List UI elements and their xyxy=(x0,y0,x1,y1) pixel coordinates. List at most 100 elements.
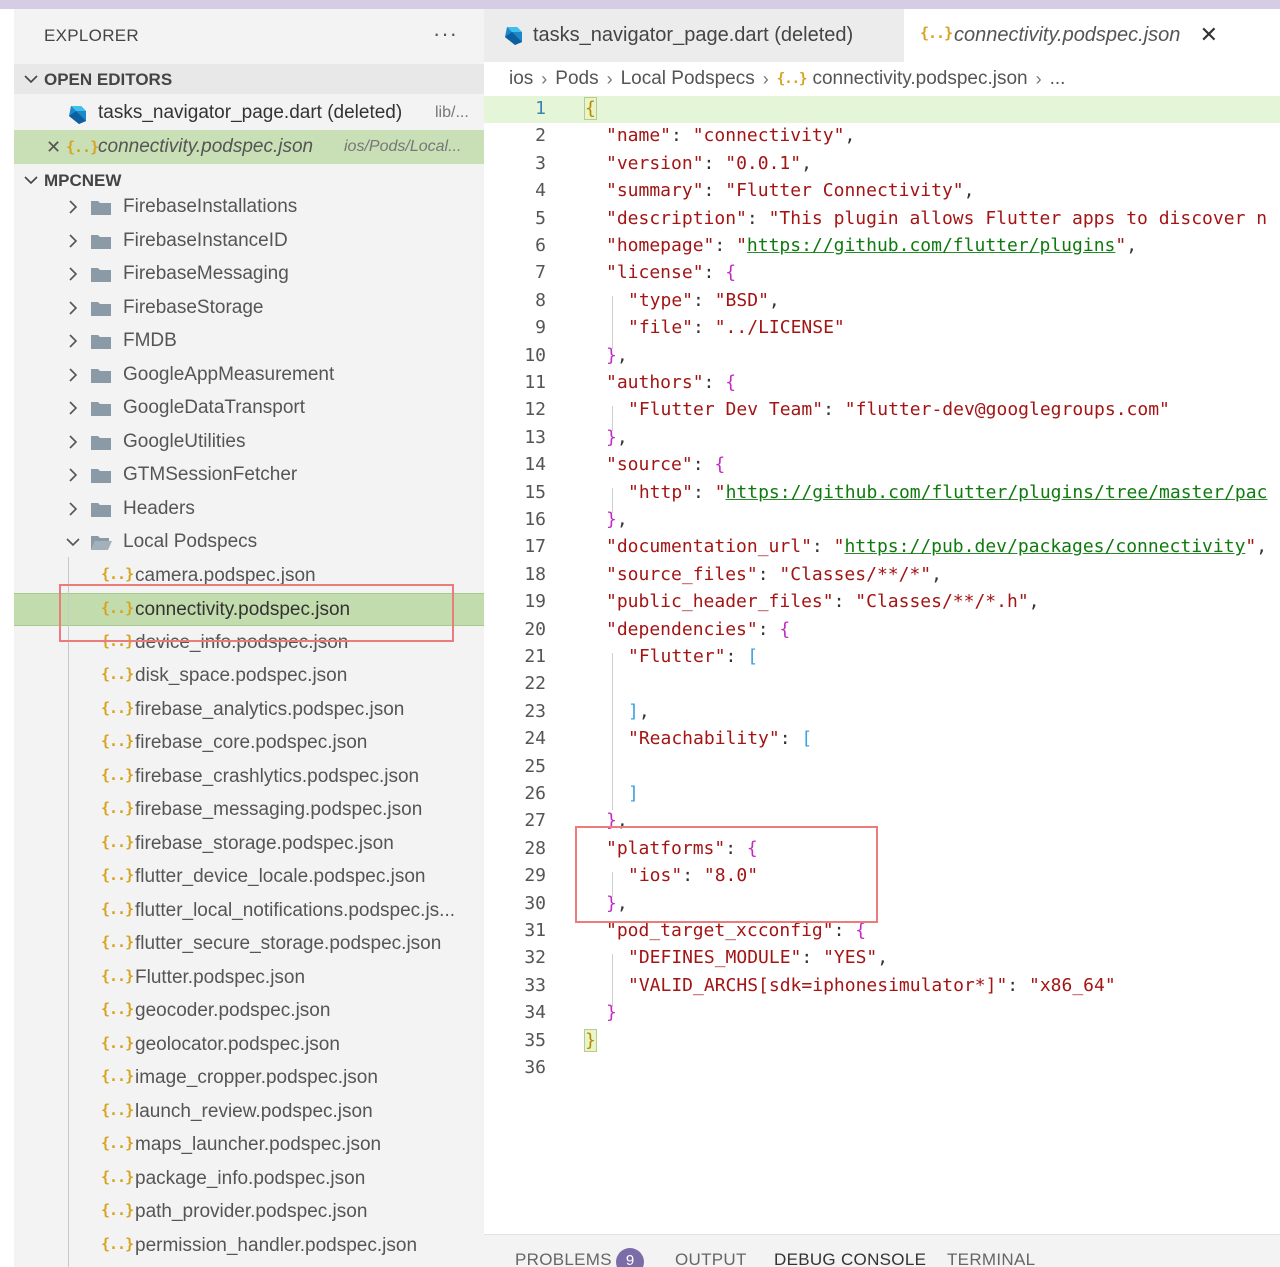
file-row[interactable]: {..}firebase_analytics.podspec.json xyxy=(14,694,484,727)
json-icon: {..} xyxy=(101,899,134,918)
tab-debug-console[interactable]: DEBUG CONSOLE xyxy=(774,1250,927,1267)
breadcrumb-item[interactable]: Local Podspecs xyxy=(620,68,755,89)
code-line-1: { xyxy=(584,97,597,120)
folder-label: FirebaseMessaging xyxy=(123,263,289,284)
folder-row[interactable]: FirebaseInstanceID xyxy=(14,225,484,258)
json-key: "pod_target_xcconfig" xyxy=(606,920,834,941)
json-link[interactable]: https://github.com/flutter/plugins xyxy=(746,235,1116,256)
breadcrumb-item[interactable]: ... xyxy=(1049,68,1066,89)
open-editor-item[interactable]: tasks_navigator_page.dart (deleted) lib/… xyxy=(14,96,484,130)
tab-terminal[interactable]: TERMINAL xyxy=(947,1250,1036,1267)
file-row[interactable]: {..}geocoder.podspec.json xyxy=(14,995,484,1028)
editor-line: 2 xyxy=(484,123,1280,150)
explorer-sidebar: EXPLORER ··· OPEN EDITORS tasks_navigato… xyxy=(14,9,484,1267)
line-number: 28 xyxy=(524,837,546,859)
json-key: "summary" xyxy=(606,180,704,202)
file-row[interactable]: {..}disk_space.podspec.json xyxy=(14,660,484,693)
folder-icon xyxy=(91,234,111,249)
breadcrumb-item[interactable]: connectivity.podspec.json xyxy=(812,68,1028,89)
editor-line: 26 xyxy=(484,781,1280,808)
more-actions-icon[interactable]: ··· xyxy=(433,21,458,46)
file-row[interactable]: {..}firebase_core.podspec.json xyxy=(14,727,484,760)
chevron-right-icon: › xyxy=(606,68,613,89)
editor-line: 1 xyxy=(484,96,1280,124)
code-line-2: "name": "connectivity", xyxy=(606,125,856,147)
file-row[interactable]: {..}launch_review.podspec.json xyxy=(14,1096,484,1129)
json-icon: {..} xyxy=(101,1234,134,1253)
folder-row[interactable]: FirebaseInstallations xyxy=(14,191,484,224)
file-label: device_info.podspec.json xyxy=(135,631,349,653)
file-row[interactable]: {..}firebase_messaging.podspec.json xyxy=(14,794,484,827)
workspace-section-header[interactable]: MPCNEW xyxy=(14,165,484,195)
folder-row[interactable]: GTMSessionFetcher xyxy=(14,459,484,492)
file-row-selected[interactable]: {..}connectivity.podspec.json xyxy=(14,593,484,626)
json-icon: {..} xyxy=(101,966,134,985)
breadcrumb-item[interactable]: ios xyxy=(509,68,534,89)
file-row[interactable]: {..}camera.podspec.json xyxy=(14,560,484,593)
file-label: geocoder.podspec.json xyxy=(135,1000,331,1021)
line-number: 25 xyxy=(524,755,546,777)
file-row[interactable]: {..}Flutter.podspec.json xyxy=(14,962,484,995)
json-link[interactable]: https://github.com/flutter/plugins/tree/… xyxy=(725,481,1268,503)
line-number: 36 xyxy=(524,1057,546,1078)
json-link[interactable]: https://pub.dev/packages/connectivity xyxy=(844,536,1246,558)
json-icon: {..} xyxy=(101,698,134,717)
file-row[interactable]: {..}package_info.podspec.json xyxy=(14,1163,484,1196)
folder-icon xyxy=(91,502,111,517)
file-row[interactable]: {..}geolocator.podspec.json xyxy=(14,1029,484,1062)
folder-label: FirebaseStorage xyxy=(123,296,264,318)
code-line-10: }, xyxy=(606,344,628,366)
breadcrumb-item[interactable]: Pods xyxy=(555,68,599,89)
file-row[interactable]: {..}flutter_device_locale.podspec.json xyxy=(14,861,484,894)
line-number: 18 xyxy=(524,563,546,585)
folder-row[interactable]: Headers xyxy=(14,493,484,526)
json-key: "DEFINES_MODULE" xyxy=(628,947,802,969)
tab-problems[interactable]: PROBLEMS xyxy=(515,1250,612,1267)
file-row[interactable]: {..}image_cropper.podspec.json xyxy=(14,1062,484,1095)
tab-output[interactable]: OUTPUT xyxy=(675,1250,747,1267)
file-row[interactable]: {..}permission_handler.podspec.json xyxy=(14,1230,484,1263)
close-icon[interactable]: ✕ xyxy=(46,137,62,157)
code-line-24: "Reachability": [ xyxy=(628,728,813,750)
folder-row[interactable]: GoogleDataTransport xyxy=(14,392,484,425)
editor-line: 19 xyxy=(484,589,1280,616)
file-label: disk_space.podspec.json xyxy=(135,665,348,686)
file-row[interactable]: {..}flutter_local_notifications.podspec.… xyxy=(14,895,484,928)
tab-label: tasks_navigator_page.dart (deleted) xyxy=(533,24,854,46)
json-value: "Classes/**/*.h" xyxy=(855,591,1029,613)
line-number: 31 xyxy=(524,920,546,941)
open-editors-section-header[interactable]: OPEN EDITORS xyxy=(14,64,484,94)
panel-tab-bar: PROBLEMS 9 OUTPUT DEBUG CONSOLE TERMINAL xyxy=(484,1234,1280,1267)
file-label: firebase_storage.podspec.json xyxy=(135,832,394,854)
close-icon[interactable]: ✕ xyxy=(1199,22,1218,47)
editor-line: 32 xyxy=(484,945,1280,972)
line-number: 33 xyxy=(524,974,546,996)
code-line-31: "pod_target_xcconfig": { xyxy=(606,920,867,941)
tab-connectivity-podspec[interactable]: {..} connectivity.podspec.json ✕ xyxy=(904,9,1280,62)
tab-tasks-navigator[interactable]: tasks_navigator_page.dart (deleted) xyxy=(484,9,904,62)
code-line-5: "description": "This plugin allows Flutt… xyxy=(606,207,1268,229)
file-label: geolocator.podspec.json xyxy=(135,1033,340,1055)
file-row[interactable]: {..}flutter_secure_storage.podspec.json xyxy=(14,928,484,961)
file-row[interactable]: {..}path_provider.podspec.json xyxy=(14,1196,484,1229)
folder-row[interactable]: FirebaseStorage xyxy=(14,292,484,325)
folder-row[interactable]: GoogleUtilities xyxy=(14,426,484,459)
folder-row[interactable]: FirebaseMessaging xyxy=(14,258,484,291)
json-icon: {..} xyxy=(101,1067,134,1085)
file-row[interactable]: {..}firebase_storage.podspec.json xyxy=(14,828,484,861)
code-line-33: "VALID_ARCHS[sdk=iphonesimulator*]": "x8… xyxy=(628,974,1116,996)
file-row[interactable]: {..}device_info.podspec.json xyxy=(14,627,484,660)
code-line-35: } xyxy=(584,1028,597,1052)
file-row[interactable]: {..}firebase_crashlytics.podspec.json xyxy=(14,761,484,794)
json-icon: {..} xyxy=(101,799,134,817)
json-icon: {..} xyxy=(101,1033,134,1052)
folder-row-expanded[interactable]: Local Podspecs xyxy=(14,526,484,559)
folder-row[interactable]: GoogleAppMeasurement xyxy=(14,359,484,392)
open-editor-item-active[interactable]: ✕ {..} connectivity.podspec.json ios/Pod… xyxy=(14,130,484,164)
file-row[interactable]: {..}maps_launcher.podspec.json xyxy=(14,1129,484,1162)
editor-line: 11 xyxy=(484,370,1280,397)
json-key: "license" xyxy=(606,262,704,284)
folder-row[interactable]: FMDB xyxy=(14,325,484,358)
code-line-13: }, xyxy=(606,426,628,448)
